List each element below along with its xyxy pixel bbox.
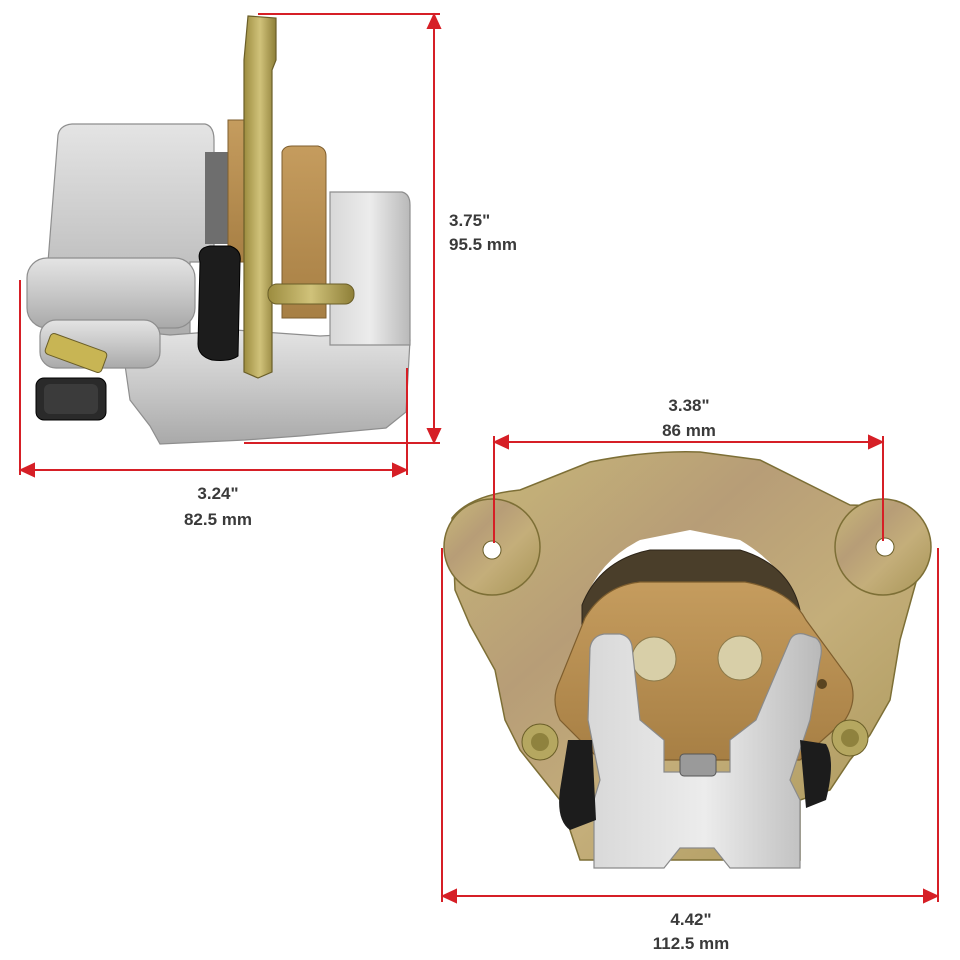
pad-rivet-left: [631, 636, 677, 682]
bleeder-screw: [35, 333, 108, 421]
arrow-icon: [18, 462, 35, 478]
mounting-bracket-plate: [243, 15, 277, 379]
arrow-icon: [426, 12, 442, 29]
caliper-pin-boss: [26, 257, 196, 329]
arrow-icon: [392, 462, 409, 478]
pad-pin: [267, 283, 355, 305]
hole-spacing-inches: 3.38": [668, 396, 709, 415]
dimension-lines: [18, 12, 940, 904]
side-width-inches: 3.24": [197, 484, 238, 503]
front-view-caliper: [443, 450, 932, 869]
caliper-body-right: [329, 191, 411, 346]
arrow-icon: [923, 888, 940, 904]
brake-pad-right: [281, 145, 327, 319]
right-mount-hole: [875, 537, 895, 557]
caliper-fork: [587, 633, 822, 869]
arrow-icon: [426, 428, 442, 445]
arrow-icon: [492, 434, 509, 450]
front-width-inches: 4.42": [670, 910, 711, 929]
arrow-icon: [440, 888, 457, 904]
pad-rivet-right: [717, 635, 763, 681]
right-bolt: [831, 719, 869, 757]
dimension-labels: 3.75" 95.5 mm 3.24" 82.5 mm 3.38" 86 mm …: [184, 211, 729, 953]
left-boot: [559, 740, 596, 830]
rubber-boot: [197, 245, 241, 361]
front-width-mm: 112.5 mm: [653, 934, 730, 953]
side-width-mm: 82.5 mm: [184, 510, 252, 529]
left-bolt: [521, 723, 559, 761]
right-boot: [800, 740, 831, 808]
spring-clip: [679, 753, 717, 777]
arrow-icon: [868, 434, 885, 450]
side-height-inches: 3.75": [449, 211, 490, 230]
side-height-mm: 95.5 mm: [449, 235, 517, 254]
pad-wear-hole: [817, 679, 827, 689]
side-view-caliper: [26, 15, 411, 445]
left-mount-hole: [482, 540, 502, 560]
hole-spacing-mm: 86 mm: [662, 421, 716, 440]
